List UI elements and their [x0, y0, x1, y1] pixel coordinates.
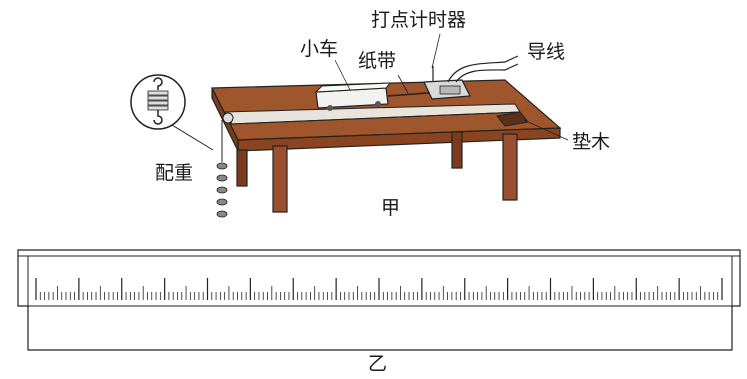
table-leg-back-left	[236, 149, 248, 187]
table-leg-front-right	[502, 133, 518, 201]
pulley	[222, 112, 234, 124]
hook-icon	[153, 77, 163, 90]
label-weights: 配重	[155, 162, 194, 184]
label-timer: 打点计时器	[371, 9, 467, 31]
cart-wheel	[375, 101, 381, 107]
leader-timer	[431, 33, 441, 69]
ruler	[17, 249, 741, 351]
weight-disc	[147, 90, 169, 96]
cart-top	[314, 82, 392, 93]
callout-pointer	[171, 124, 214, 151]
label-tape: 纸带	[358, 50, 397, 72]
hook-icon	[153, 110, 163, 125]
table-leg-back-right	[451, 131, 463, 169]
cart-wheel	[327, 105, 333, 111]
timer-device	[423, 66, 471, 100]
caption-figure-b: 乙	[368, 353, 388, 375]
track-rail	[229, 111, 521, 125]
leader-cart	[334, 59, 351, 91]
ruler-ticks	[35, 278, 723, 300]
hanging-weights	[216, 162, 228, 218]
wire	[447, 55, 519, 83]
weight-disc	[147, 105, 169, 111]
label-wire: 导线	[527, 41, 566, 63]
weight-disc	[147, 95, 169, 101]
label-block: 垫木	[572, 131, 611, 153]
cart	[314, 82, 392, 111]
timer-plate	[439, 85, 461, 95]
leader-tape	[397, 74, 409, 94]
weight-disc	[147, 100, 169, 106]
wire	[455, 63, 519, 83]
label-cart: 小车	[300, 38, 339, 60]
table-leg-front-left	[272, 145, 288, 213]
caption-figure-a: 甲	[381, 197, 401, 219]
leader-block	[523, 119, 569, 141]
weights-callout	[130, 74, 214, 151]
